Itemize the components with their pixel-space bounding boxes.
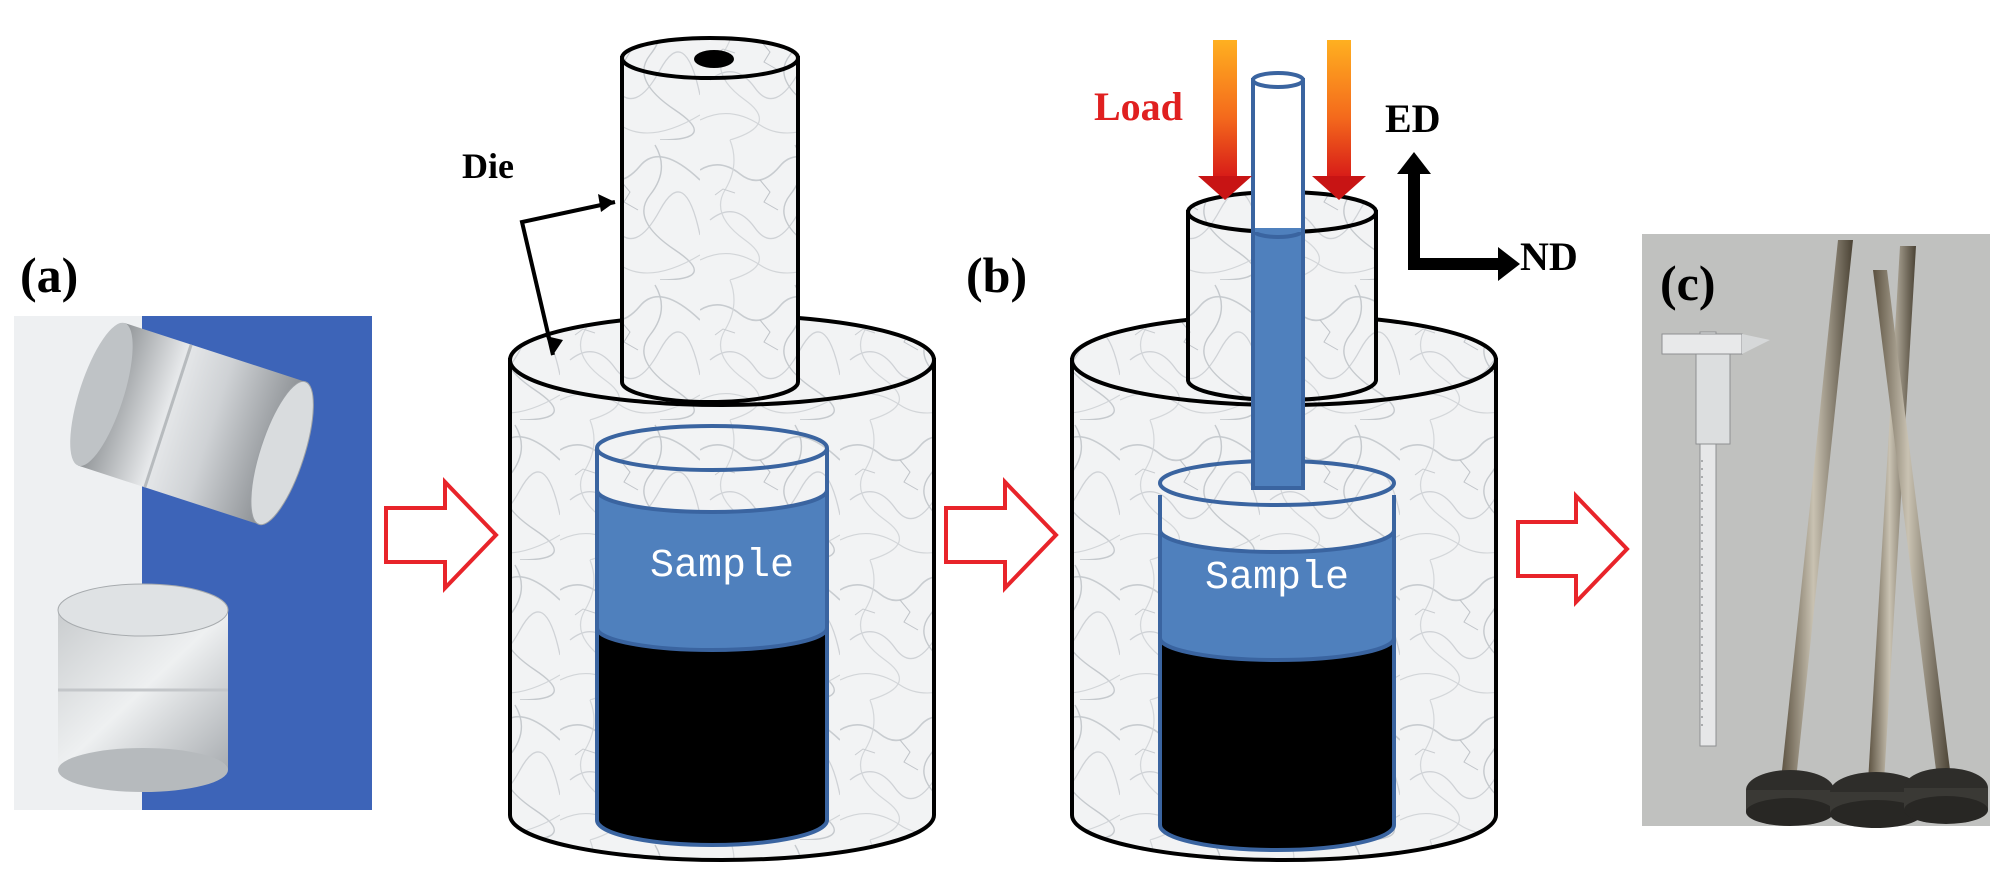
die-assembly-2	[1070, 71, 1498, 862]
ed-axis-label: ED	[1385, 96, 1441, 141]
panel-a-label: (a)	[20, 247, 78, 303]
vernier-caliper	[1661, 331, 1770, 747]
die-orifice	[694, 50, 734, 68]
flow-arrow-1	[384, 477, 499, 593]
flow-arrow-3	[1516, 491, 1630, 607]
panel-c-label: (c)	[1660, 255, 1716, 311]
sample-label-1: Sample	[650, 544, 794, 589]
die-assembly-1	[508, 36, 936, 862]
coordinate-axes-icon	[1397, 152, 1520, 281]
rod-2	[1830, 246, 1922, 828]
sample-label-2: Sample	[1205, 556, 1349, 601]
die-pointer-arrows	[519, 194, 616, 356]
nd-axis-label: ND	[1520, 234, 1578, 279]
load-arrows	[1198, 40, 1366, 200]
die-label: Die	[462, 146, 514, 186]
flow-arrow-2	[944, 477, 1059, 593]
billet-photo	[14, 316, 372, 810]
extruded-rods-photo	[1642, 234, 1990, 828]
load-label: Load	[1094, 84, 1183, 129]
panel-b-label: (b)	[966, 247, 1027, 303]
rod-1	[1746, 240, 1853, 826]
rod-3	[1873, 270, 1988, 824]
